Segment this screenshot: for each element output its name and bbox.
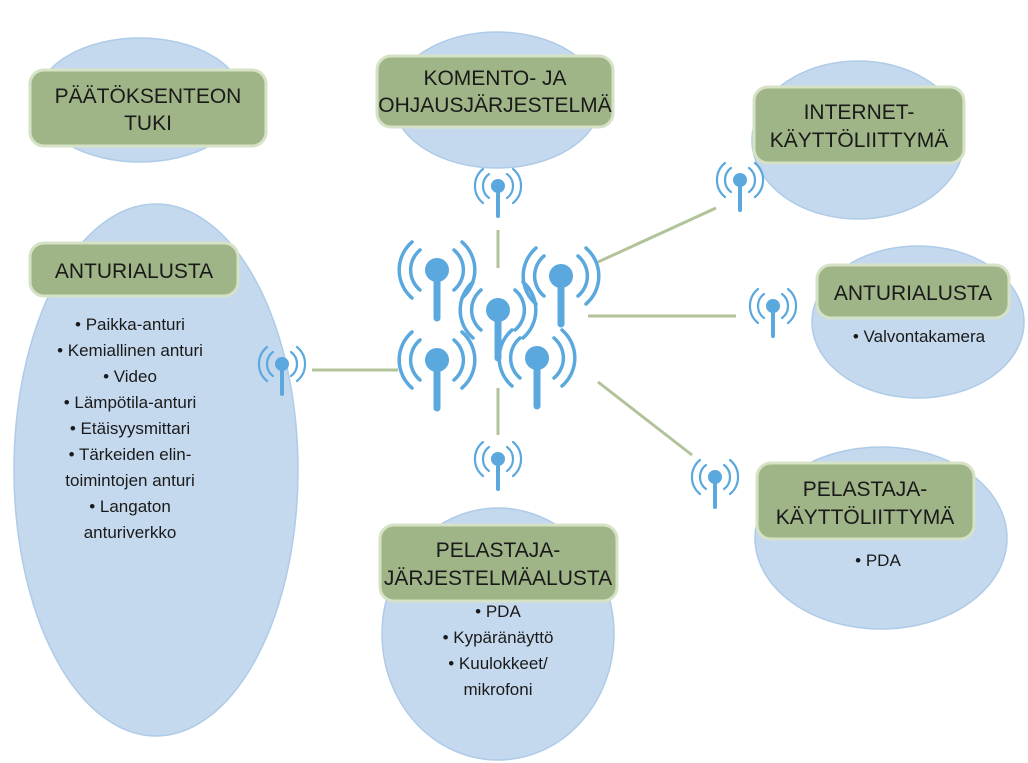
node-sensor-platform-left: ANTURIALUSTA • Paikka-anturi • Kemiallin…	[28, 241, 240, 542]
antenna-icon	[399, 332, 475, 408]
antenna-icon	[747, 287, 799, 338]
node-rescuer-platform: PELASTAJA- JÄRJESTELMÄALUSTA • PDA • Kyp…	[378, 523, 619, 699]
rescuer-platform-title-box	[378, 523, 619, 603]
sensor-platform-left-bullet-8: anturiverkko	[84, 523, 177, 542]
internet-ui-title-box	[752, 85, 966, 165]
node-internet-ui: INTERNET- KÄYTTÖLIITTYMÄ	[752, 85, 966, 165]
rescuer-platform-bullet-1: • Kypäränäyttö	[443, 628, 554, 647]
sensor-platform-right-title-box	[815, 263, 1011, 320]
internet-ui-title-line-2: KÄYTTÖLIITTYMÄ	[770, 129, 949, 152]
antenna-icon	[499, 330, 575, 406]
sensor-platform-left-bullet-6: toimintojen anturi	[65, 471, 194, 490]
rescuer-ui-title-box	[755, 461, 976, 541]
sensor-platform-left-title: ANTURIALUSTA	[55, 260, 213, 283]
link-lower-right	[597, 380, 693, 457]
node-command-control: KOMENTO- JA OHJAUSJÄRJESTELMÄ	[375, 54, 615, 129]
sensor-platform-left-title-box	[28, 241, 240, 298]
node-decision-support: PÄÄTÖKSENTEON TUKI	[28, 68, 268, 148]
antenna-icon	[399, 242, 475, 318]
node-rescuer-ui: PELASTAJA- KÄYTTÖLIITTYMÄ • PDA	[755, 461, 976, 570]
sensor-platform-left-bullet-1: • Kemiallinen anturi	[57, 341, 203, 360]
rescuer-platform-bullet-0: • PDA	[475, 602, 521, 621]
sensor-platform-left-bullet-4: • Etäisyysmittari	[70, 419, 190, 438]
rescuer-platform-bullet-3: mikrofoni	[464, 680, 533, 699]
decision-support-title-box	[28, 68, 268, 148]
command-control-title-line-1: KOMENTO- JA	[423, 67, 566, 90]
sensor-platform-left-bullet-0: • Paikka-anturi	[75, 315, 185, 334]
antenna-icon	[714, 161, 766, 212]
rescuer-ui-title-line-2: KÄYTTÖLIITTYMÄ	[776, 506, 955, 529]
sensor-platform-left-bullet-7: • Langaton	[89, 497, 171, 516]
command-control-title-line-2: OHJAUSJÄRJESTELMÄ	[378, 94, 611, 117]
antenna-icon	[472, 440, 524, 491]
rescuer-platform-title-line-1: PELASTAJA-	[436, 539, 560, 562]
internet-ui-title-line-1: INTERNET-	[804, 101, 915, 124]
rescuer-platform-title-line-2: JÄRJESTELMÄALUSTA	[384, 567, 612, 590]
sensor-platform-left-bullet-2: • Video	[103, 367, 157, 386]
sensor-platform-right-title: ANTURIALUSTA	[834, 282, 992, 305]
connector-lines	[312, 206, 736, 457]
link-upper-right	[597, 206, 717, 264]
command-control-title-box	[375, 54, 615, 129]
antenna-icon	[689, 458, 741, 509]
rescuer-ui-bullet-0: • PDA	[855, 551, 901, 570]
sensor-platform-left-bullet-5: • Tärkeiden elin-	[69, 445, 192, 464]
decision-support-title-line-2: TUKI	[124, 112, 172, 135]
bubble-sensor-platform-left	[13, 203, 299, 737]
antenna-icon	[472, 167, 524, 218]
sensor-platform-right-bullet-0: • Valvontakamera	[853, 327, 986, 346]
rescuer-ui-title-line-1: PELASTAJA-	[803, 478, 927, 501]
decision-support-title-line-1: PÄÄTÖKSENTEON	[55, 85, 242, 108]
node-sensor-platform-right: ANTURIALUSTA • Valvontakamera	[815, 263, 1011, 346]
sensor-platform-left-bullet-3: • Lämpötila-anturi	[64, 393, 197, 412]
rescuer-platform-bullet-2: • Kuulokkeet/	[448, 654, 548, 673]
